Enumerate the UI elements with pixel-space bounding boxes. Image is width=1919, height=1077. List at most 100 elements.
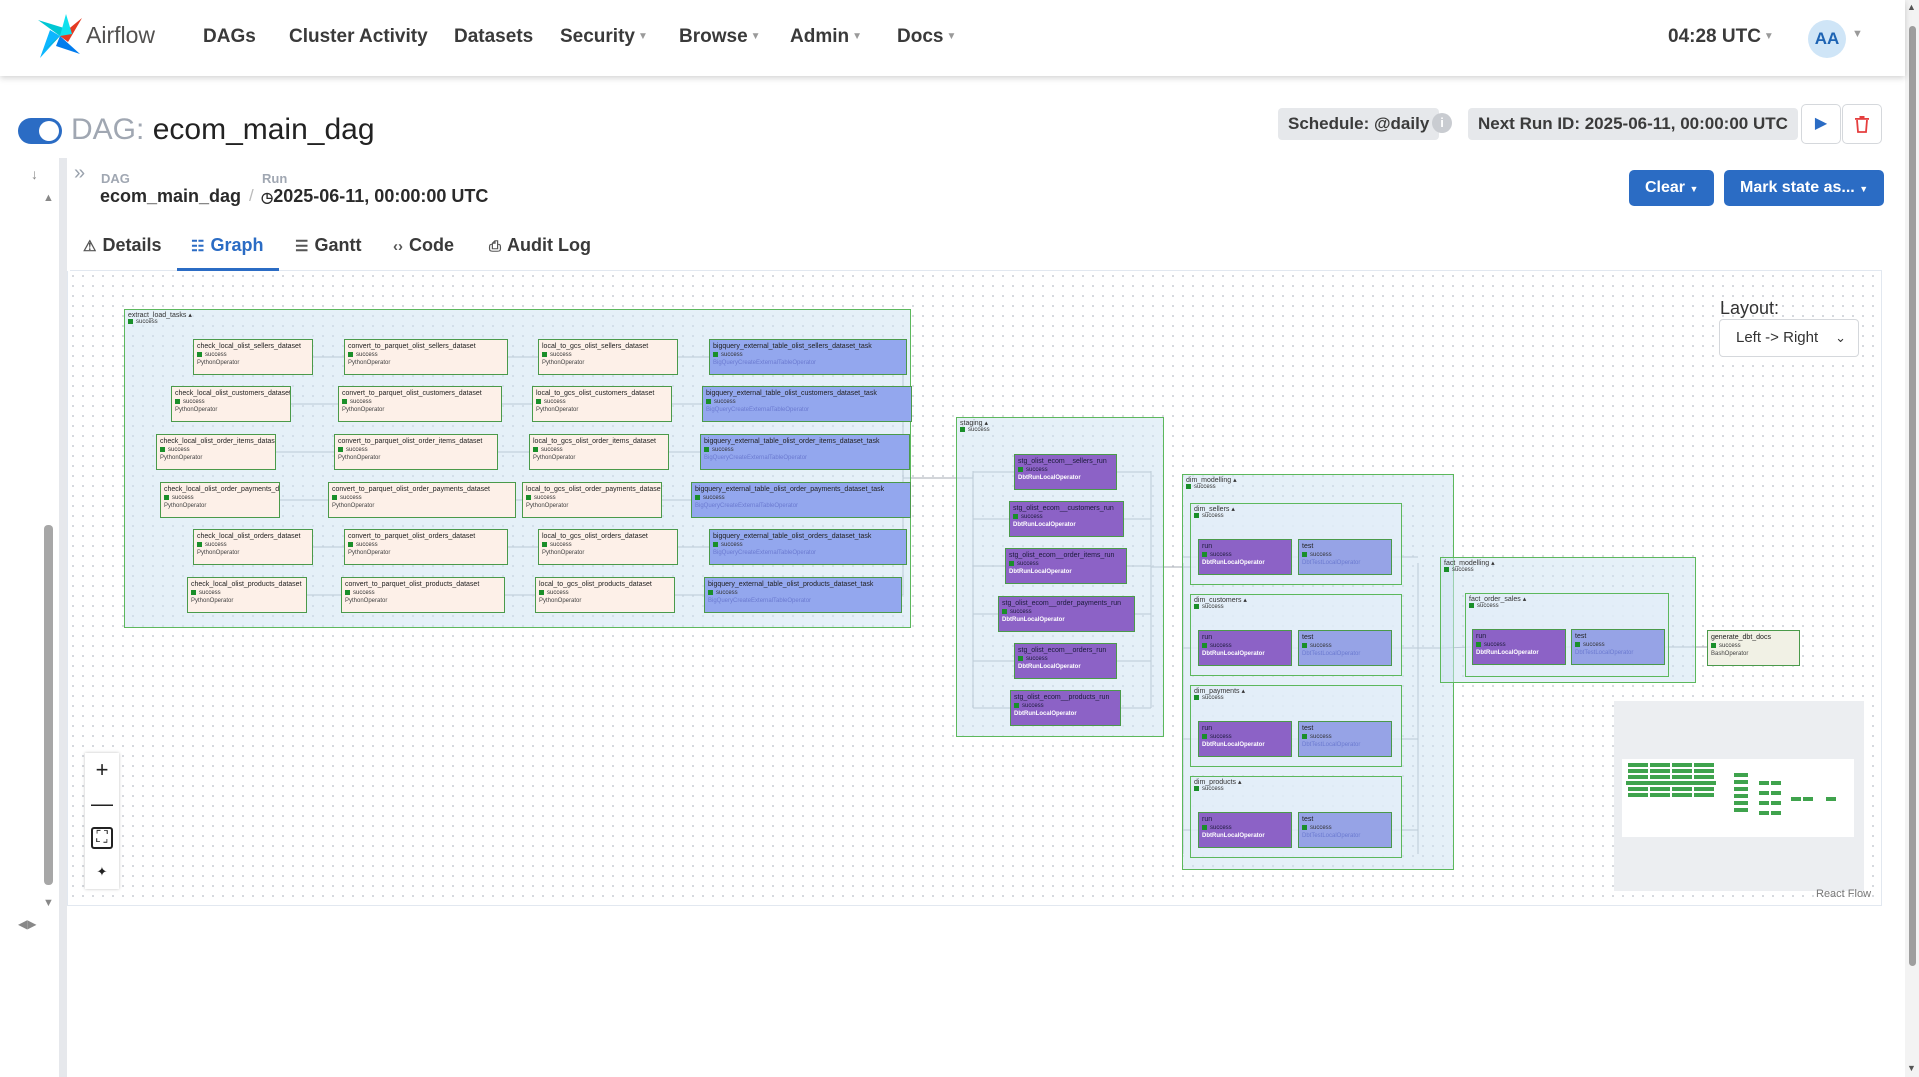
tab-graph[interactable]: ☷Graph [191,235,264,255]
nav-datasets[interactable]: Datasets [454,26,534,47]
collapse-caret-icon[interactable]: ▴ [1520,596,1527,603]
task-node[interactable]: convert_to_parquet_olist_order_payments_… [328,482,516,518]
task-node[interactable]: check_local_olist_order_payments_dataset… [160,482,280,518]
tab-gantt[interactable]: ☰Gantt [295,235,362,255]
breadcrumb-dag-value[interactable]: ecom_main_dag [100,186,242,206]
react-flow-attribution[interactable]: React Flow [1816,888,1872,900]
scroll-down-arrow-icon[interactable]: ▼ [1907,1063,1916,1073]
task-node[interactable]: bigquery_external_table_olist_products_d… [704,577,902,613]
user-avatar[interactable]: AA [1808,20,1846,58]
zoom-out-button[interactable]: — [91,791,113,816]
layout-select[interactable]: Left -> Right ⌄ [1719,319,1859,357]
task-node[interactable]: bigquery_external_table_olist_order_item… [700,434,910,470]
delete-dag-button[interactable] [1842,104,1882,144]
task-node[interactable]: convert_to_parquet_olist_customers_datas… [338,386,502,422]
scrollbar-thumb[interactable] [1909,26,1916,966]
info-icon[interactable]: i [1432,113,1452,133]
task-node[interactable]: convert_to_parquet_olist_order_items_dat… [334,434,498,470]
scroll-up-arrow-icon[interactable]: ▲ [1907,2,1916,12]
collapse-caret-icon[interactable]: ▴ [1236,779,1242,786]
active-tab-indicator [177,268,279,271]
tab-details[interactable]: ⚠Details [83,235,162,255]
dag-pause-toggle[interactable] [18,118,62,144]
chevron-down-icon[interactable]: ▼ [1852,28,1863,40]
nav-dags[interactable]: DAGs [203,26,256,47]
task-node[interactable]: convert_to_parquet_olist_sellers_dataset… [344,339,508,375]
scroll-down-arrow-icon[interactable]: ▼ [43,897,54,909]
clear-button[interactable]: Clear ▼ [1629,170,1715,206]
breadcrumb-run-value[interactable]: ◷2025-06-11, 00:00:00 UTC [261,186,489,206]
mark-state-button[interactable]: Mark state as... ▼ [1724,170,1885,206]
utc-clock[interactable]: 04:28 UTC▼ [1668,26,1774,47]
resize-handle-icon[interactable]: ◀▶ [18,917,37,931]
page-scrollbar[interactable]: ▲ ▼ [1905,0,1919,1077]
minimap[interactable] [1614,701,1864,891]
collapse-caret-icon[interactable]: ▴ [1229,506,1235,513]
task-operator: DbtRunLocalOperator [1013,522,1076,528]
nav-cluster-activity[interactable]: Cluster Activity [289,26,428,47]
trigger-dag-button[interactable]: ▶ [1801,104,1841,144]
collapse-caret-icon[interactable]: ▴ [1231,477,1237,484]
task-status: success [1302,642,1388,650]
collapse-all-icon[interactable]: ↓ [31,166,38,182]
nav-admin[interactable]: Admin▼ [790,26,863,47]
task-node[interactable]: bigquery_external_table_olist_sellers_da… [709,339,907,375]
nav-docs[interactable]: Docs▼ [897,26,957,47]
fit-view-button[interactable]: ⛶ [85,821,119,855]
expand-panel-icon[interactable]: » [74,162,86,184]
nav-browse[interactable]: Browse▼ [679,26,761,47]
minimap-node [1650,769,1670,773]
nav-security[interactable]: Security▼ [560,26,648,47]
collapse-caret-icon[interactable]: ▴ [982,420,989,427]
collapse-caret-icon[interactable]: ▴ [1241,597,1247,604]
collapse-caret-icon[interactable]: ▴ [186,312,192,319]
collapse-caret-icon[interactable]: ▴ [1239,688,1245,695]
zoom-in-button[interactable]: + [95,757,109,782]
airflow-logo-icon[interactable] [36,12,84,60]
collapse-groups-button[interactable]: ✦ [85,855,119,889]
task-node[interactable]: convert_to_parquet_olist_products_datase… [341,577,505,613]
brand-name[interactable]: Airflow [86,22,156,48]
grid-scrollbar-thumb[interactable] [44,525,53,885]
tab-audit-log[interactable]: ⎙Audit Log [489,235,591,255]
scroll-up-arrow-icon[interactable]: ▲ [43,192,54,204]
tab-code[interactable]: ‹›Code [393,235,454,255]
collapse-caret-icon[interactable]: ▴ [1489,560,1495,567]
task-node[interactable]: bigquery_external_table_olist_order_paym… [691,482,911,518]
grid-panel-divider[interactable] [59,158,67,1077]
task-operator: DbtRunLocalOperator [1014,711,1077,717]
task-node[interactable]: local_to_gcs_olist_order_payments_datase… [522,482,662,518]
task-node[interactable]: bigquery_external_table_olist_customers_… [702,386,912,422]
grid-scrollbar[interactable] [44,205,53,895]
task-node[interactable]: bigquery_external_table_olist_orders_dat… [709,529,907,565]
